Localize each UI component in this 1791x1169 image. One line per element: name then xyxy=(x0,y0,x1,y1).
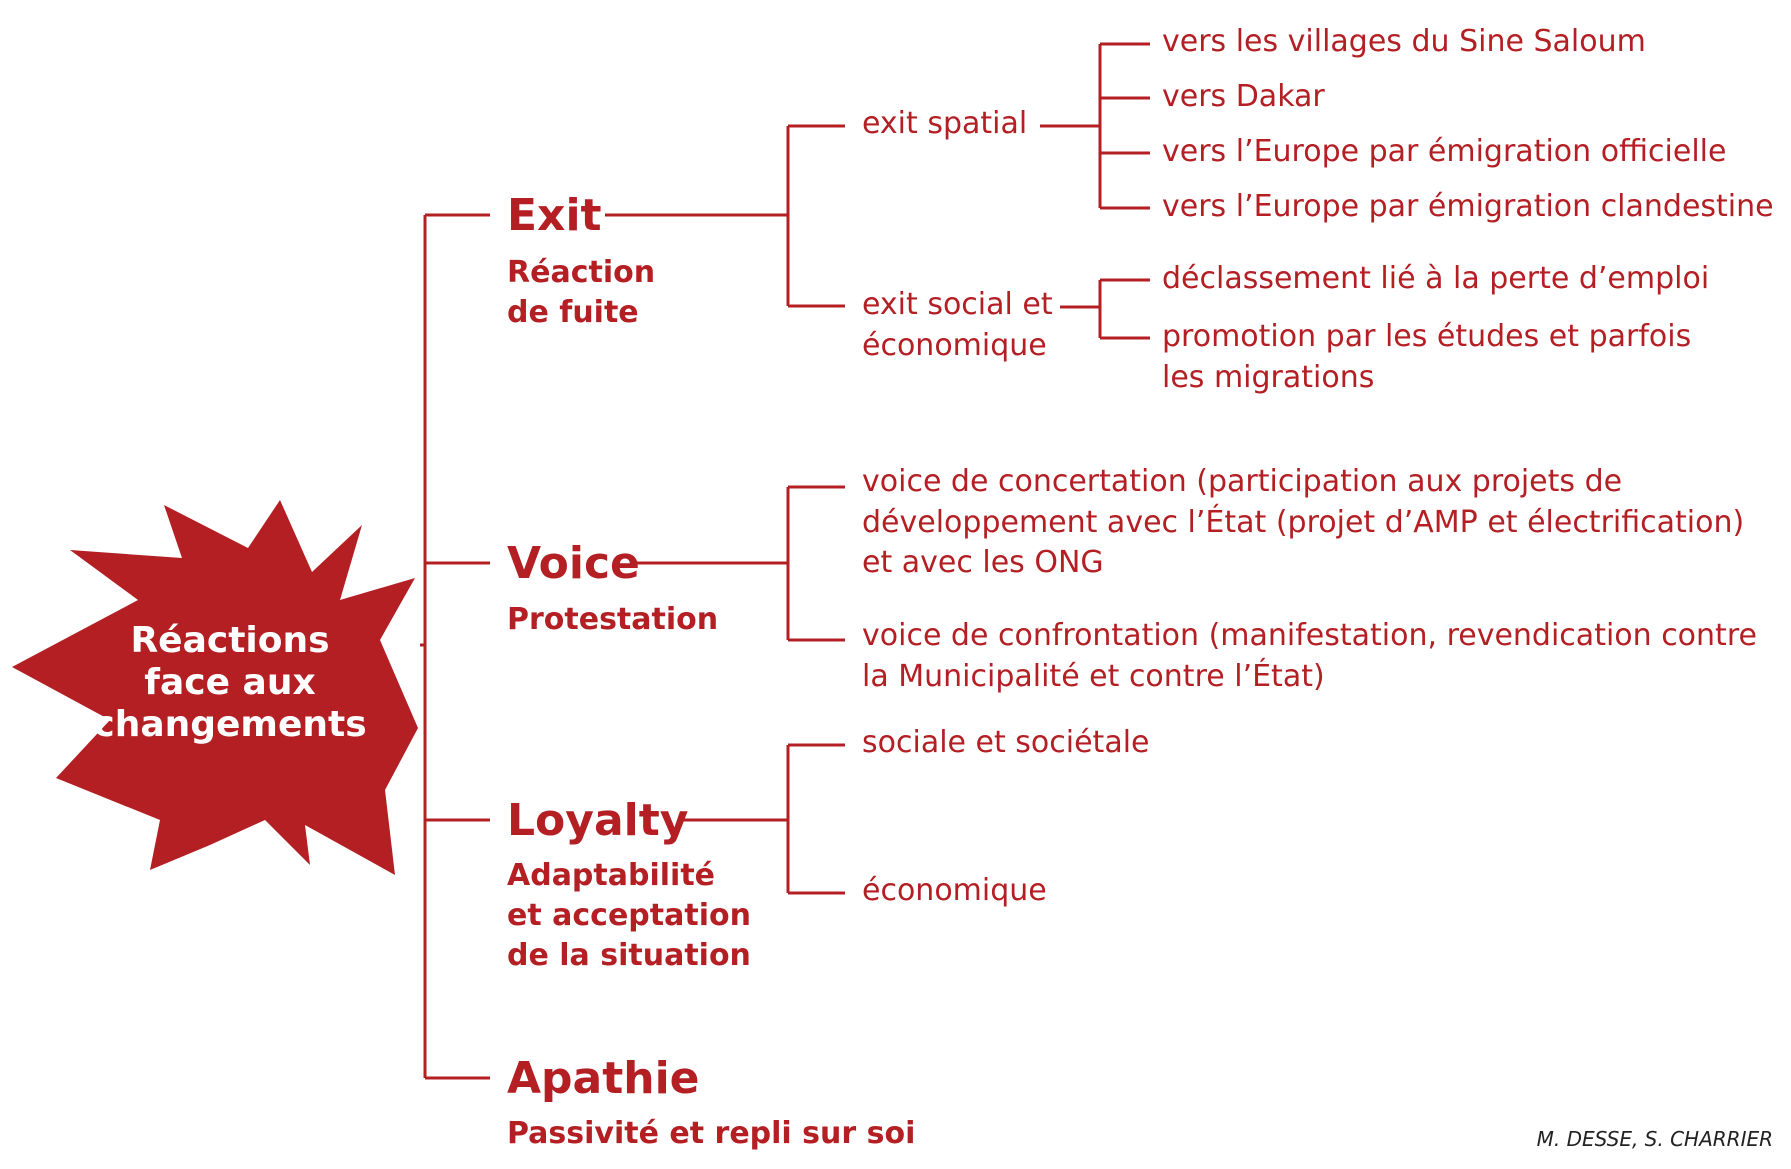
category-apathie-title: Apathie xyxy=(507,1053,700,1104)
branch-line: voice de confrontation (manifestation, r… xyxy=(862,618,1757,653)
credit-text: M. DESSE, S. CHARRIER xyxy=(1536,1127,1773,1151)
category-loyalty-title: Loyalty xyxy=(507,795,689,846)
branch-voice-confrontation: voice de confrontation (manifestation, r… xyxy=(862,616,1757,697)
branch-line: développement avec l’État (projet d’AMP … xyxy=(862,504,1745,540)
subtitle-line: Adaptabilité xyxy=(507,858,716,893)
subtitle-line: Réaction xyxy=(507,255,656,290)
exit-social-connector xyxy=(1060,278,1150,340)
subtitle-line: de la situation xyxy=(507,938,751,973)
branch-loyalty-economique: économique xyxy=(862,873,1047,908)
leaf-item: promotion par les études et parfois les … xyxy=(1162,317,1691,398)
leaf-item: vers les villages du Sine Saloum xyxy=(1162,24,1646,59)
leaf-item: vers l’Europe par émigration clandestine xyxy=(1162,189,1774,224)
category-apathie-subtitle: Passivité et repli sur soi xyxy=(507,1116,916,1151)
starburst-shape xyxy=(12,500,418,875)
leaf-line: les migrations xyxy=(1162,359,1375,395)
category-exit-title: Exit xyxy=(507,190,602,241)
voice-connector xyxy=(637,485,845,642)
category-voice-subtitle: Protestation xyxy=(507,602,719,637)
trunk-line xyxy=(420,213,490,1080)
branch-loyalty-sociale: sociale et sociétale xyxy=(862,725,1150,760)
leaf-item: vers l’Europe par émigration officielle xyxy=(1162,134,1727,169)
branch-line: la Municipalité et contre l’État) xyxy=(862,658,1325,694)
exit-spatial-connector xyxy=(1040,42,1150,210)
branch-exit-spatial: exit spatial xyxy=(862,106,1028,141)
root-line: Réactions xyxy=(130,620,330,661)
branch-exit-social: exit social et économique xyxy=(862,285,1053,366)
root-line: changements xyxy=(93,704,367,745)
loyalty-connector xyxy=(682,743,845,895)
exit-connector xyxy=(605,124,845,308)
category-voice-title: Voice xyxy=(507,538,640,589)
branch-line: voice de concertation (participation aux… xyxy=(862,464,1623,499)
subtitle-line: et acceptation xyxy=(507,898,751,933)
subtitle-line: de fuite xyxy=(507,295,639,330)
branch-line: exit social et xyxy=(862,287,1053,322)
root-node: Réactions face aux changements xyxy=(90,620,370,746)
branch-line: économique xyxy=(862,327,1047,363)
leaf-line: promotion par les études et parfois xyxy=(1162,319,1692,354)
category-loyalty-subtitle: Adaptabilité et acceptation de la situat… xyxy=(507,856,751,976)
branch-line: et avec les ONG xyxy=(862,545,1104,580)
branch-voice-concertation: voice de concertation (participation aux… xyxy=(862,462,1744,584)
leaf-item: vers Dakar xyxy=(1162,79,1325,114)
leaf-item: déclassement lié à la perte d’emploi xyxy=(1162,261,1710,296)
root-line: face aux xyxy=(144,662,316,703)
category-exit-subtitle: Réaction de fuite xyxy=(507,253,655,333)
